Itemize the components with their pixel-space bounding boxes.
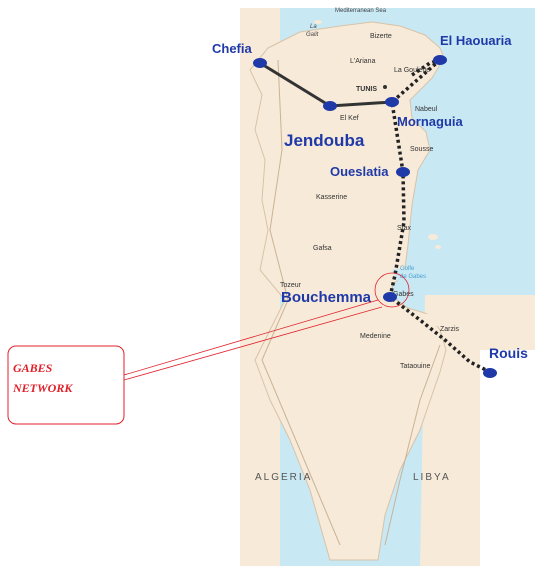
libya-border xyxy=(384,344,441,546)
gafsa-label: Gafsa xyxy=(313,245,332,252)
gulf-label-2: de Gabes xyxy=(400,274,426,280)
gulf-label-1: Golfe xyxy=(400,266,415,272)
ariana-label: L'Ariana xyxy=(350,58,376,65)
jendouba-label: Jendouba xyxy=(284,131,365,150)
bouchemma-label: Bouchemma xyxy=(281,289,372,306)
sfax-label: Sfax xyxy=(397,225,412,232)
rouis-label: Rouis xyxy=(489,345,528,361)
kerkennah-island xyxy=(428,234,438,240)
algeria-border xyxy=(261,59,341,546)
kerkennah-island-small xyxy=(435,245,441,249)
la-galit-label-2: Galit xyxy=(306,32,319,38)
bouchemma-node xyxy=(383,292,397,302)
zarzis-label: Zarzis xyxy=(440,326,460,333)
mornaguia-node xyxy=(385,97,399,107)
tozeur-label: Tozeur xyxy=(280,282,302,289)
callout-pointer-1 xyxy=(123,299,379,376)
blank-margin-right xyxy=(480,350,535,566)
sea-label: Mediterranean Sea xyxy=(335,8,387,14)
medenine-label: Medenine xyxy=(360,333,391,340)
bizerte-label: Bizerte xyxy=(370,33,392,40)
el-kef-label: El Kef xyxy=(340,115,359,122)
sousse-label: Sousse xyxy=(410,146,433,153)
tunis-marker xyxy=(383,85,387,89)
gabes-network-callout xyxy=(7,345,125,425)
tunis-label: TUNIS xyxy=(356,86,377,93)
algeria-label: ALGERIA xyxy=(255,472,312,483)
gabes-label: Gabes xyxy=(393,291,414,298)
rouis-node xyxy=(483,368,497,378)
chefia-label: Chefia xyxy=(212,41,253,56)
tataouine-label: Tataouine xyxy=(400,363,430,370)
la-galit-label-1: La xyxy=(310,24,317,30)
dotted-network-spur xyxy=(411,58,441,77)
oueslatia-node xyxy=(396,167,410,177)
la-galite-island xyxy=(314,20,322,24)
callout-line-1: GABES xyxy=(13,361,53,375)
chefia-node xyxy=(253,58,267,68)
djerba-island xyxy=(422,313,442,327)
gabes-highlight-circle xyxy=(374,272,410,308)
el-haouaria-label: El Haouaria xyxy=(440,33,512,48)
la-goulette-label: La Goulette xyxy=(394,67,430,74)
nabeul-label: Nabeul xyxy=(415,106,438,113)
libya-label: LIBYA xyxy=(413,472,451,483)
jendouba-node xyxy=(323,101,337,111)
mornaguia-label: Mornaguia xyxy=(397,114,463,129)
el-haouaria-node xyxy=(433,55,447,65)
callout-line-2: NETWORK xyxy=(12,381,73,395)
oueslatia-label: Oueslatia xyxy=(330,164,389,179)
kasserine-label: Kasserine xyxy=(316,194,347,201)
callout-pointer-2 xyxy=(123,306,383,381)
